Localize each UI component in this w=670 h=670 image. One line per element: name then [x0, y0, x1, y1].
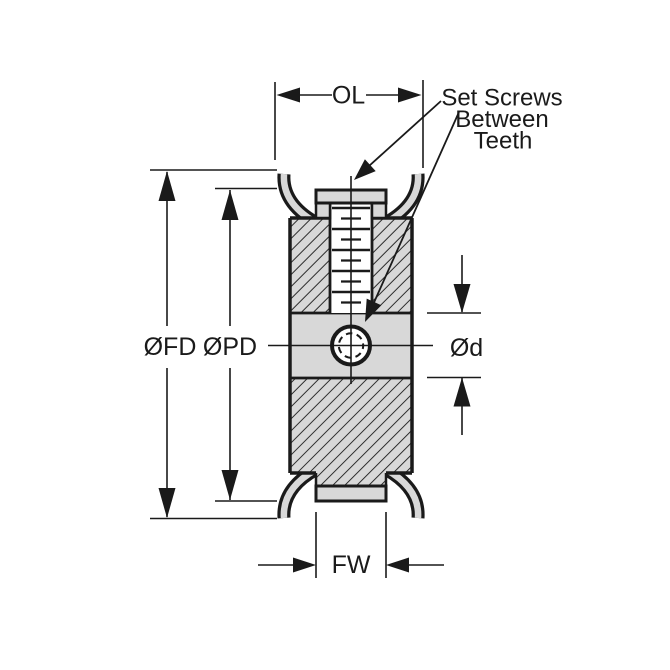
label-pitch-diameter: ØPD — [203, 333, 257, 361]
label-flange-diameter: ØFD — [144, 333, 197, 361]
leader-line-top-screw — [368, 100, 442, 167]
fw-arrow-left — [293, 557, 316, 573]
dimension-pitch-diameter: ØPD — [203, 187, 277, 502]
label-bore-diameter: Ød — [450, 334, 483, 362]
hatch-bottom-hub — [316, 473, 386, 486]
bottom-hub-cap — [314, 484, 388, 503]
fw-arrow-right — [386, 557, 409, 573]
note-line-3: Teeth — [474, 128, 533, 155]
set-screw-thread-dashed-circle — [337, 332, 365, 359]
dimension-overall-length: OL — [274, 80, 424, 168]
leader-arrow-side-screw — [365, 298, 382, 322]
pd-arrow-up — [221, 190, 239, 220]
fd-arrow-down — [158, 488, 176, 518]
note-line-1: Set Screws — [441, 85, 562, 112]
label-overall-length: OL — [332, 82, 365, 110]
pulley-cross-section — [268, 173, 433, 519]
leader-line-side-screw — [371, 111, 460, 308]
d-arrow-down — [453, 284, 471, 313]
note-set-screws: Set Screws Between Teeth — [354, 85, 563, 322]
ol-arrow-left — [276, 87, 300, 103]
ol-arrow-right — [398, 87, 422, 103]
note-line-2: Between — [455, 106, 548, 133]
hatch-upper-left — [290, 218, 330, 313]
leader-arrow-top-screw — [354, 159, 376, 180]
dimension-face-width: FW — [258, 512, 444, 579]
pd-arrow-down — [221, 470, 239, 500]
fd-arrow-up — [158, 171, 176, 201]
label-face-width: FW — [332, 551, 371, 579]
dimension-flange-diameter: ØFD — [144, 169, 277, 520]
dimension-bore-diameter: Ød — [427, 255, 483, 435]
hatch-lower — [290, 378, 412, 473]
hub-wall-top-left — [314, 201, 332, 220]
d-arrow-up — [453, 377, 471, 407]
hub-wall-top-right — [370, 201, 388, 220]
